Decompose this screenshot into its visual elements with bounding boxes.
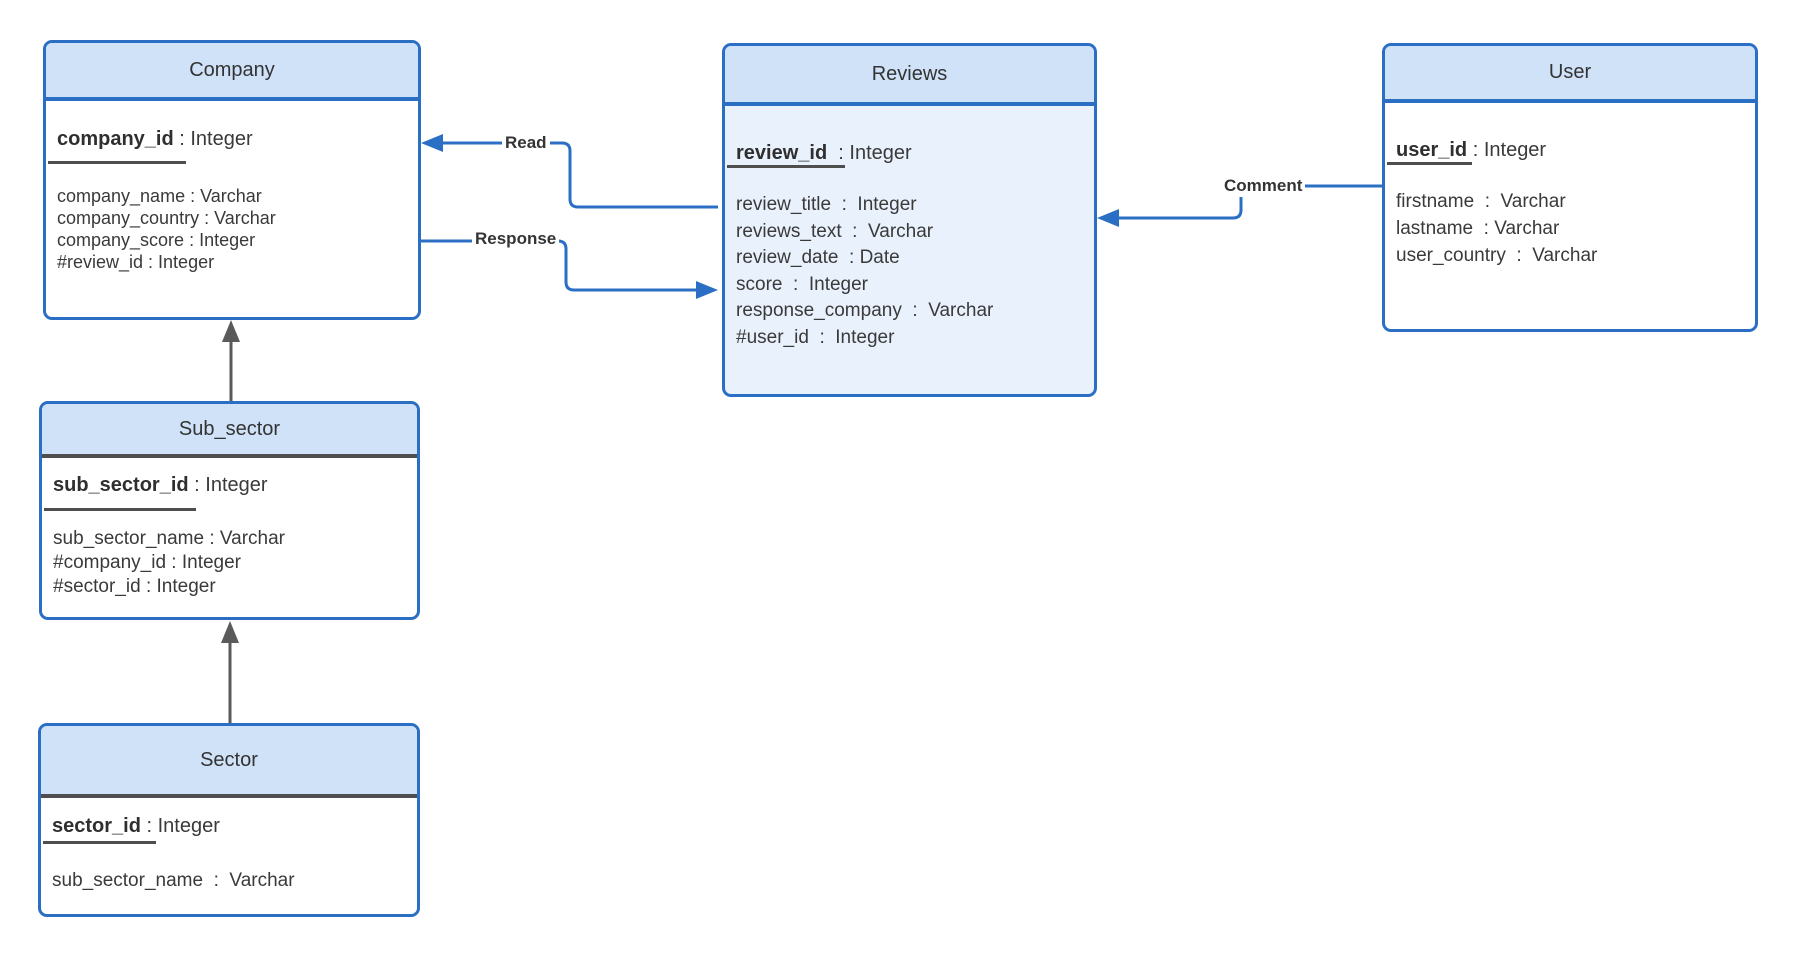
sector-primary-key-row: sector_id : Integer bbox=[52, 816, 220, 836]
entity-reviews-title: Reviews bbox=[871, 62, 948, 85]
attribute-row: #sector_id : Integer bbox=[53, 576, 216, 597]
entity-user-header: User bbox=[1385, 46, 1755, 103]
entity-user[interactable]: User user_id : Integer firstname : Varch… bbox=[1382, 43, 1758, 332]
primary-key-type: Integer bbox=[190, 128, 253, 150]
entity-company-header: Company bbox=[46, 43, 418, 101]
connector-sector-subsector[interactable] bbox=[221, 621, 239, 723]
attribute-row: company_name : Varchar bbox=[57, 186, 262, 206]
attribute-row: user_country : Varchar bbox=[1396, 245, 1598, 266]
primary-key-underline bbox=[48, 161, 186, 164]
entity-sector-header: Sector bbox=[41, 726, 417, 798]
attribute-row: #user_id : Integer bbox=[736, 326, 895, 348]
arrowhead-response bbox=[696, 281, 718, 299]
primary-key-separator: : bbox=[140, 815, 158, 837]
attribute-row: sub_sector_name : Varchar bbox=[52, 870, 295, 891]
primary-key-type: Integer bbox=[205, 474, 268, 496]
connector-response[interactable] bbox=[421, 239, 718, 299]
primary-key-underline bbox=[727, 165, 845, 168]
entity-user-title: User bbox=[1548, 61, 1592, 83]
arrowhead-subsector-company bbox=[222, 320, 240, 342]
attribute-row: score : Integer bbox=[736, 273, 869, 295]
attribute-row: company_score : Integer bbox=[57, 230, 256, 250]
attribute-row: #company_id : Integer bbox=[53, 552, 242, 573]
primary-key-separator: : bbox=[832, 142, 850, 164]
attribute-row: review_date : Date bbox=[736, 247, 900, 268]
attribute-row: firstname : Varchar bbox=[1396, 191, 1566, 212]
sub-sector-attribute-list: sub_sector_name : Varchar #company_id : I… bbox=[53, 527, 285, 599]
primary-key-underline bbox=[1387, 162, 1472, 165]
primary-key-underline bbox=[44, 508, 196, 511]
primary-key-name: review_id bbox=[736, 142, 833, 164]
entity-sub-sector-title: Sub_sector bbox=[178, 417, 281, 440]
user-attribute-list: firstname : Varchar lastname : Varchar use… bbox=[1396, 188, 1597, 269]
arrowhead-read bbox=[421, 134, 443, 152]
entity-company[interactable]: Company company_id : Integer company_nam… bbox=[43, 40, 421, 320]
primary-key-separator: : bbox=[1467, 139, 1484, 161]
relationship-label-comment[interactable]: Comment bbox=[1221, 175, 1306, 197]
sub-sector-primary-key-row: sub_sector_id : Integer bbox=[53, 475, 268, 495]
entity-sub-sector-header: Sub_sector bbox=[42, 404, 417, 458]
connector-subsector-company[interactable] bbox=[222, 320, 240, 401]
primary-key-name: company_id bbox=[57, 128, 174, 150]
primary-key-type: Integer bbox=[157, 815, 220, 837]
primary-key-name: user_id bbox=[1396, 139, 1468, 161]
primary-key-name: sub_sector_id bbox=[53, 474, 189, 496]
primary-key-underline bbox=[43, 841, 156, 844]
relationship-label-response[interactable]: Response bbox=[472, 228, 560, 250]
user-primary-key-row: user_id : Integer bbox=[1396, 140, 1546, 160]
primary-key-type: Integer bbox=[849, 142, 912, 164]
attribute-row: company_country : Varchar bbox=[57, 208, 276, 228]
reviews-attribute-list: review_title : Integer reviews_text : Var… bbox=[736, 192, 993, 351]
primary-key-type: Integer bbox=[1483, 139, 1547, 161]
attribute-row: #review_id : Integer bbox=[57, 252, 215, 272]
attribute-row: review_title : Integer bbox=[736, 194, 917, 215]
company-primary-key-row: company_id : Integer bbox=[57, 129, 253, 149]
sector-attribute-list: sub_sector_name : Varchar bbox=[52, 867, 295, 894]
attribute-row: response_company : Varchar bbox=[736, 300, 994, 321]
entity-sub-sector[interactable]: Sub_sector sub_sector_id : Integer sub_s… bbox=[39, 401, 420, 620]
attribute-row: reviews_text : Varchar bbox=[736, 220, 934, 242]
attribute-row: sub_sector_name : Varchar bbox=[53, 528, 285, 549]
entity-company-title: Company bbox=[189, 58, 275, 81]
arrowhead-sector-subsector bbox=[221, 621, 239, 643]
arrowhead-comment bbox=[1097, 209, 1119, 227]
reviews-primary-key-row: review_id : Integer bbox=[736, 143, 912, 163]
connector-read[interactable] bbox=[421, 134, 718, 209]
entity-sector-title: Sector bbox=[200, 748, 258, 771]
entity-reviews-header: Reviews bbox=[725, 46, 1094, 106]
entity-reviews[interactable]: Reviews review_id : Integer review_title… bbox=[722, 43, 1097, 397]
primary-key-separator: : bbox=[173, 128, 191, 150]
primary-key-name: sector_id bbox=[52, 815, 141, 837]
primary-key-separator: : bbox=[188, 474, 206, 496]
attribute-row: lastname : Varchar bbox=[1396, 218, 1560, 239]
entity-sector[interactable]: Sector sector_id : Integer sub_sector_na… bbox=[38, 723, 420, 917]
relationship-label-read[interactable]: Read bbox=[502, 132, 550, 154]
